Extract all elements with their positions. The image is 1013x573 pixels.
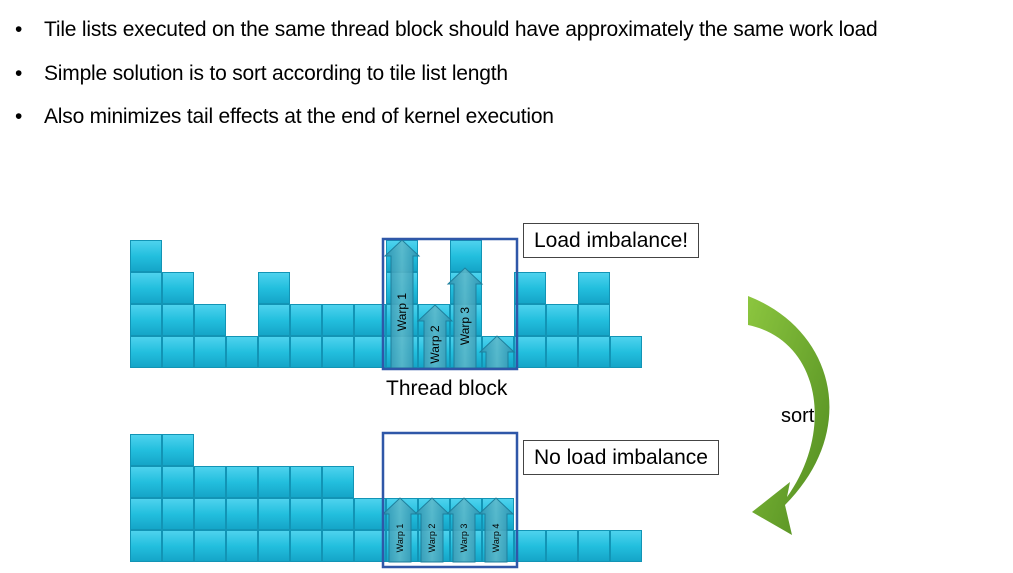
top-tile: [162, 272, 194, 304]
warp-label: Warp 2: [428, 325, 442, 364]
bottom-tile: [130, 498, 162, 530]
bullet-text-3: Also minimizes tail effects at the end o…: [44, 105, 554, 128]
load-imbalance-callout: Load imbalance!: [523, 223, 700, 258]
top-tile: [610, 336, 642, 368]
warp-label: Warp 1: [395, 293, 409, 332]
warp-arrow: [413, 497, 451, 563]
bottom-tile: [354, 498, 386, 530]
top-tile: [514, 336, 546, 368]
top-tile: [290, 304, 322, 336]
top-tile: [290, 336, 322, 368]
bullet-text-2: Simple solution is to sort according to …: [44, 62, 508, 85]
warp-arrow: [383, 239, 421, 369]
bottom-tile: [258, 466, 290, 498]
bottom-tile: [226, 498, 258, 530]
top-tile-columns: [130, 240, 642, 368]
top-tile: [258, 336, 290, 368]
bullet-marker: •: [15, 62, 23, 85]
bullet-marker: •: [15, 105, 23, 128]
warp-label: Warp 3: [459, 524, 469, 553]
bullet-marker: •: [15, 18, 23, 41]
warp-label: Warp 1: [395, 524, 405, 553]
warp-arrow: [381, 497, 419, 563]
warp-arrows: Warp 1 Warp 2 Warp 3 Warp 1 Warp 2 Warp 3 Warp…: [381, 239, 516, 563]
bottom-tile: [194, 530, 226, 562]
top-tile: [130, 272, 162, 304]
bottom-tile: [162, 530, 194, 562]
bottom-tile: [514, 530, 546, 562]
bottom-tile: [354, 530, 386, 562]
warp-label: Warp 2: [427, 524, 437, 553]
warp-label: Warp 3: [458, 307, 472, 346]
bottom-tile-columns: [130, 434, 642, 562]
bullet-item-3: • Also minimizes tail effects at the end …: [10, 102, 554, 132]
top-tile: [578, 336, 610, 368]
bottom-thread-block-outline: [381, 431, 519, 569]
bottom-tile: [290, 530, 322, 562]
warp-arrow: [446, 267, 484, 369]
top-tile: [194, 304, 226, 336]
top-tile: [354, 336, 386, 368]
bottom-tile: [290, 466, 322, 498]
warp-arrow: [478, 335, 516, 369]
top-tile: [578, 304, 610, 336]
top-tile: [130, 336, 162, 368]
warp-label: Warp 4: [491, 524, 501, 553]
top-tile: [578, 272, 610, 304]
top-tile: [322, 336, 354, 368]
warp-arrow: [477, 497, 515, 563]
bottom-tile: [322, 466, 354, 498]
bottom-tile: [258, 530, 290, 562]
bottom-tile: [130, 434, 162, 466]
sort-arrow: [748, 296, 830, 535]
bullet-item-2: • Simple solution is to sort according to…: [10, 59, 508, 89]
top-tile: [130, 304, 162, 336]
bottom-tile: [322, 498, 354, 530]
top-tile: [322, 304, 354, 336]
top-tile: [226, 336, 258, 368]
bottom-tile: [226, 530, 258, 562]
top-tile: [130, 240, 162, 272]
bottom-tile: [546, 530, 578, 562]
bottom-tile: [258, 498, 290, 530]
warp-arrow: [416, 304, 454, 369]
bullet-item-1: • Tile lists executed on the same thread …: [10, 15, 878, 45]
top-tile: [546, 304, 578, 336]
bottom-tile: [130, 530, 162, 562]
top-tile: [258, 304, 290, 336]
bottom-tile: [162, 498, 194, 530]
top-tile: [162, 336, 194, 368]
bottom-tile: [226, 466, 258, 498]
no-load-imbalance-callout: No load imbalance: [523, 440, 719, 475]
sort-label: sort: [781, 405, 815, 427]
top-thread-block-outline: [381, 237, 519, 371]
bottom-tile: [130, 466, 162, 498]
bottom-tile: [322, 530, 354, 562]
bottom-tile: [578, 530, 610, 562]
top-tile: [194, 336, 226, 368]
warp-arrow: [445, 497, 483, 563]
top-tile: [258, 272, 290, 304]
top-tile: [354, 304, 386, 336]
bottom-tile: [194, 498, 226, 530]
bottom-tile: [162, 466, 194, 498]
top-tile: [162, 304, 194, 336]
top-tile: [450, 240, 482, 272]
thread-block-label: Thread block: [386, 377, 508, 400]
bottom-tile: [610, 530, 642, 562]
bullet-text-1: Tile lists executed on the same thread b…: [44, 18, 878, 41]
bottom-tile: [194, 466, 226, 498]
top-tile: [546, 336, 578, 368]
top-tile: [514, 304, 546, 336]
top-tile: [514, 272, 546, 304]
bottom-tile: [290, 498, 322, 530]
bottom-tile: [162, 434, 194, 466]
